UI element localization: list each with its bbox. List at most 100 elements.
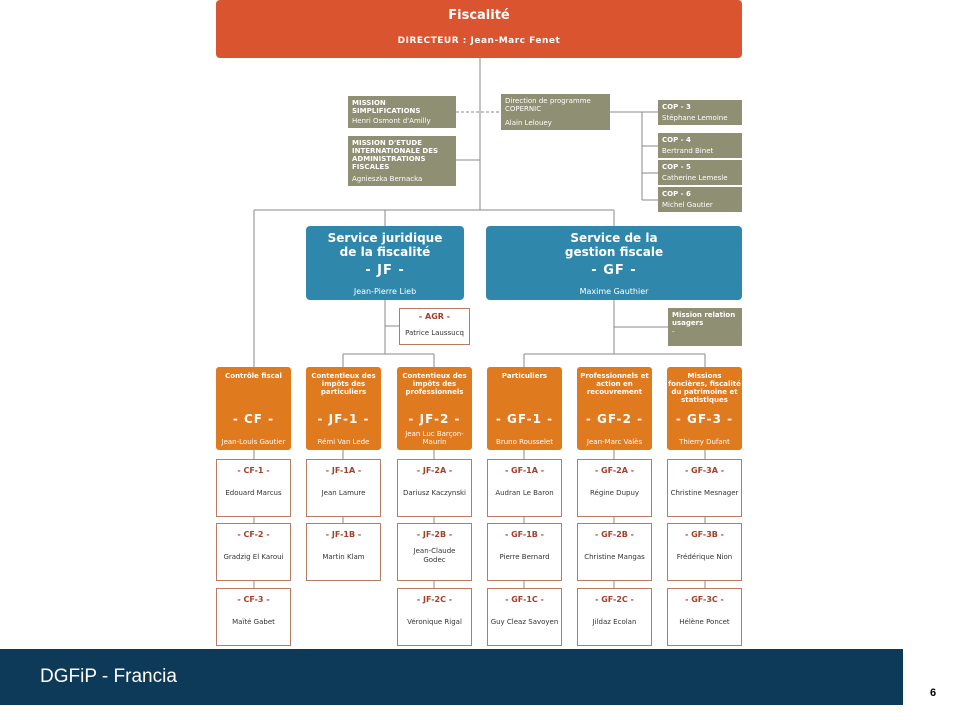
section-box: - GF-3C - Hélène Poncet: [667, 588, 742, 646]
bureau-code: - CF -: [232, 412, 275, 426]
bureau-head: Thierry Dufant: [679, 438, 730, 446]
bureau-head: Rémi Van Lede: [317, 438, 370, 446]
cop-code: COP - 6: [662, 190, 691, 198]
bureau-head: Jean-Louis Gautier: [221, 438, 286, 446]
bureau-box: Professionnels et action en recouvrement…: [577, 367, 652, 450]
section-box: - CF-1 - Edouard Marcus: [216, 459, 291, 517]
bureau-code: - GF-3 -: [675, 412, 734, 426]
section-box: - JF-2C - Véronique Rigal: [397, 588, 472, 646]
section-box: - GF-3A - Christine Mesnager: [667, 459, 742, 517]
section-name: Audran Le Baron: [495, 489, 554, 497]
service-title: Service de la gestion fiscale: [564, 231, 664, 259]
service-title: Service juridique de la fiscalité: [327, 231, 443, 259]
section-name: Dariusz Kaczynski: [403, 489, 466, 497]
section-code: - GF-2A -: [594, 466, 635, 475]
bureau-box: Missions foncières, fiscalité du patrimo…: [667, 367, 742, 450]
service-gf-box: Service de la gestion fiscale - GF - Max…: [486, 226, 742, 300]
section-name: Hélène Poncet: [679, 618, 730, 626]
cop-box: COP - 4 Bertrand Binet: [658, 133, 742, 158]
cop-code: COP - 5: [662, 163, 691, 171]
director-box: Fiscalité DIRECTEUR : Jean-Marc Fenet: [216, 0, 742, 58]
page-number: 6: [930, 687, 937, 699]
section-box: - GF-1A - Audran Le Baron: [487, 459, 562, 517]
section-code: - GF-2B -: [595, 530, 634, 539]
footer-label: DGFiP - Francia: [40, 666, 177, 687]
bureau-box: Contentieux des impôts des professionnel…: [397, 367, 472, 450]
section-box: - CF-2 - Gradzig El Karoui: [216, 523, 291, 581]
section-box: - GF-2A - Régine Dupuy: [577, 459, 652, 517]
mission-title: MISSION SIMPLIFICATIONS: [352, 99, 421, 115]
section-code: - CF-1 -: [237, 466, 270, 475]
bureau-box: Contrôle fiscal - CF - Jean-Louis Gautie…: [216, 367, 291, 450]
section-name: Frédérique Nion: [676, 553, 733, 561]
section-code: - JF-1A -: [325, 466, 362, 475]
section-code: - GF-1C -: [505, 595, 544, 604]
cop-box: COP - 3 Stéphane Lemoine: [658, 100, 742, 125]
bureau-head: Jean-Marc Valès: [586, 438, 643, 446]
section-name: Christine Mangas: [584, 553, 645, 561]
service-jf-box: Service juridique de la fiscalité - JF -…: [306, 226, 464, 300]
section-box: - JF-1A - Jean Lamure: [306, 459, 381, 517]
bureau-box: Contentieux des impôts des particuliers …: [306, 367, 381, 450]
mission-simplifications-box: MISSION SIMPLIFICATIONS Henri Osmont d'A…: [348, 96, 456, 128]
mission-etude-box: MISSION D'ETUDE INTERNATIONALE DES ADMIN…: [348, 136, 456, 186]
cop-name: Bertrand Binet: [662, 147, 714, 155]
bureau-code: - GF-2 -: [585, 412, 644, 426]
bureau-title: Particuliers: [501, 372, 548, 380]
mission-name: Agnieszka Bernacka: [352, 175, 423, 183]
section-box: - JF-1B - Martin Klam: [306, 523, 381, 581]
bureau-head: Jean Luc Barçon-Maurin: [405, 430, 464, 446]
section-code: - JF-1B -: [325, 530, 362, 539]
agr-name: Patrice Laussucq: [405, 329, 464, 337]
agr-code: - AGR -: [418, 312, 451, 321]
service-head: Jean-Pierre Lieb: [353, 287, 417, 296]
section-box: - GF-3B - Frédérique Nion: [667, 523, 742, 581]
section-name: Christine Mesnager: [670, 489, 739, 497]
bureau-code: - JF-2 -: [408, 412, 461, 426]
section-box: - GF-2B - Christine Mangas: [577, 523, 652, 581]
section-box: - GF-2C - Jildaz Ecolan: [577, 588, 652, 646]
section-box: - JF-2A - Dariusz Kaczynski: [397, 459, 472, 517]
cop-name: Michel Gautier: [662, 201, 713, 209]
cop-box: COP - 5 Catherine Lemesle: [658, 160, 742, 185]
mission-usagers-name: -: [672, 328, 675, 336]
bureau-title: Missions foncières, fiscalité du patrimo…: [668, 372, 741, 404]
bureau-code: - GF-1 -: [495, 412, 554, 426]
bureau-title: Professionnels et action en recouvrement: [580, 372, 649, 396]
section-name: Véronique Rigal: [407, 618, 462, 626]
section-code: - GF-1B -: [505, 530, 544, 539]
section-code: - JF-2A -: [416, 466, 453, 475]
section-code: - GF-3B -: [685, 530, 724, 539]
section-name: Pierre Bernard: [499, 553, 550, 561]
bureau-title: Contrôle fiscal: [225, 372, 282, 380]
section-name: Jean Lamure: [321, 489, 366, 497]
section-name: Martin Klam: [322, 553, 365, 561]
section-name: Jean-Claude Godec: [413, 547, 456, 564]
section-code: - GF-3A -: [684, 466, 725, 475]
section-box: - JF-2B - Jean-Claude Godec: [397, 523, 472, 581]
service-head: Maxime Gauthier: [579, 287, 649, 296]
section-name: Régine Dupuy: [589, 489, 640, 497]
copernic-box: Direction de programme COPERNIC Alain Le…: [501, 94, 610, 130]
section-code: - GF-2C -: [595, 595, 634, 604]
section-code: - CF-2 -: [237, 530, 270, 539]
section-box: - CF-3 - Maïté Gabet: [216, 588, 291, 646]
service-code: - JF -: [365, 263, 405, 278]
bureau-box: Particuliers - GF-1 - Bruno Rousselet: [487, 367, 562, 450]
copernic-title: Direction de programme COPERNIC: [505, 97, 591, 113]
section-name: Guy Cleaz Savoyen: [490, 618, 559, 626]
mission-usagers-title: Mission relation usagers: [672, 311, 736, 327]
section-code: - JF-2C -: [416, 595, 453, 604]
bureau-code: - JF-1 -: [317, 412, 370, 426]
cop-code: COP - 3: [662, 103, 691, 111]
bureau-head: Bruno Rousselet: [496, 438, 553, 446]
footer-bar: DGFiP - Francia: [0, 649, 903, 705]
mission-usagers-box: Mission relation usagers -: [668, 308, 742, 346]
top-title: Fiscalité: [448, 8, 510, 23]
bureau-title: Contentieux des impôts des particuliers: [311, 372, 376, 396]
agr-box: - AGR - Patrice Laussucq: [399, 308, 470, 345]
section-code: - CF-3 -: [237, 595, 270, 604]
cop-box: COP - 6 Michel Gautier: [658, 187, 742, 212]
mission-title: MISSION D'ETUDE INTERNATIONALE DES ADMIN…: [352, 139, 439, 171]
director-name: DIRECTEUR : Jean-Marc Fenet: [397, 36, 561, 46]
